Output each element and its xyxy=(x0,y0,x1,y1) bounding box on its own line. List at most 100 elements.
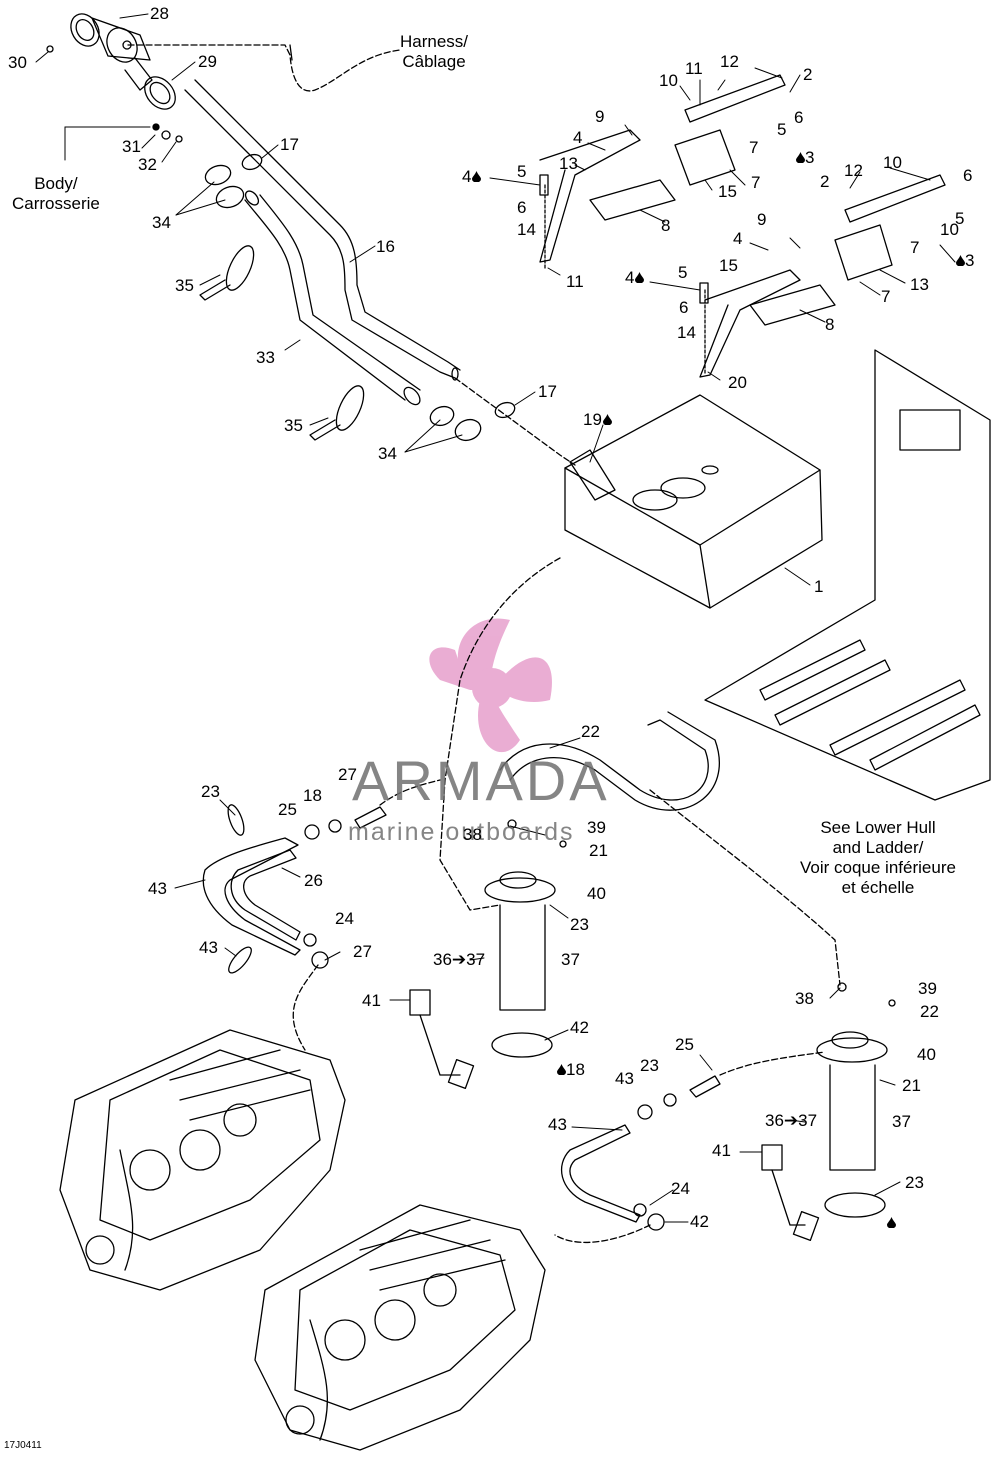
callout-9: 4 xyxy=(733,229,743,248)
callout-24: 42 xyxy=(690,1212,709,1231)
callout-24: 27 xyxy=(353,942,372,961)
sealant-drop-icon xyxy=(796,152,805,163)
callout-35: 35 xyxy=(175,276,194,295)
callout-20: 22 xyxy=(581,722,600,741)
engine-1 xyxy=(59,1029,346,1291)
callout-14: 8 xyxy=(825,315,835,334)
callout-37: 41 xyxy=(362,991,381,1010)
callout-35: 35 xyxy=(284,416,303,435)
callout-26: 43 xyxy=(148,879,167,898)
callout-7-text: 3 xyxy=(805,148,815,167)
body-note-line1: Body/ xyxy=(34,174,78,193)
watermark-brand: ARMADA xyxy=(352,749,610,812)
callout-7-text: 3 xyxy=(965,251,975,270)
callout-7-text: 4 xyxy=(462,167,472,186)
callout-4: 5 xyxy=(678,263,688,282)
callout-40: 23 xyxy=(570,915,589,934)
hoses-right xyxy=(561,1051,826,1231)
callout-10: 2 xyxy=(820,172,830,191)
figure-code: 17J0411 xyxy=(4,1440,42,1451)
callout-42-text: 18 xyxy=(566,1060,585,1079)
callout-11: 11 xyxy=(685,59,703,78)
engine-2 xyxy=(254,1204,546,1451)
harness-note-line1: Harness/ xyxy=(400,32,469,51)
callout-6: 6 xyxy=(794,108,804,127)
floor-panel xyxy=(704,349,991,801)
fuel-pump-1 xyxy=(409,819,567,1090)
callout-19-text: 19 xyxy=(583,410,602,429)
callout-11: 12 xyxy=(844,161,863,180)
cable-ties xyxy=(199,245,365,441)
callout-6: 14 xyxy=(677,323,696,342)
callout-7: 3 xyxy=(795,149,814,167)
bracket-set-2 xyxy=(699,174,946,378)
callout-21: 26 xyxy=(304,871,323,890)
harness-wire xyxy=(127,44,401,92)
sealant-drop-icon xyxy=(635,272,645,283)
callout-10: 10 xyxy=(659,71,678,90)
callout-3: 15 xyxy=(719,256,738,275)
callout-15: 13 xyxy=(910,275,929,294)
callout-8: 11 xyxy=(566,272,584,291)
sealant-drop-icon xyxy=(887,1217,896,1228)
see-lower-hull-note: See Lower Hull and Ladder/ Voir coque in… xyxy=(800,818,956,898)
callout-39: 22 xyxy=(920,1002,939,1021)
watermark-propeller xyxy=(429,618,552,753)
callout-23: 24 xyxy=(335,909,354,928)
callout-23: 43 xyxy=(615,1069,634,1088)
callout-31: 31 xyxy=(122,137,141,156)
callout-17: 17 xyxy=(538,382,557,401)
lower-hull-line1: See Lower Hull xyxy=(820,818,936,837)
callout-4: 7 xyxy=(749,138,759,157)
callout-10: 9 xyxy=(595,107,605,126)
callout-10: 9 xyxy=(757,210,767,229)
callout-7: 4 xyxy=(625,269,645,287)
bracket-set-1 xyxy=(539,74,786,271)
callout-34: 34 xyxy=(152,213,171,232)
callout-27: 43 xyxy=(199,938,218,957)
callout-9: 4 xyxy=(573,128,583,147)
callout-5: 6 xyxy=(679,298,689,317)
callout-6: 14 xyxy=(517,220,536,239)
callout-1: 1 xyxy=(814,577,824,596)
callout-43: 40 xyxy=(587,884,606,903)
lower-hull-line2: and Ladder/ xyxy=(832,838,924,857)
body-note-line2: Carrosserie xyxy=(12,194,100,213)
callout-4: 7 xyxy=(910,238,920,257)
callout-25: 18 xyxy=(303,786,322,805)
filler-neck xyxy=(46,13,183,143)
callout-43: 36➔37 xyxy=(765,1111,818,1130)
callout-29: 29 xyxy=(198,52,217,71)
callout-30: 30 xyxy=(8,53,27,72)
callout-2: 2 xyxy=(803,65,813,84)
callout-32: 32 xyxy=(138,155,157,174)
callout-5: 6 xyxy=(517,198,527,217)
callout-42 xyxy=(886,1214,896,1232)
callout-25: 23 xyxy=(640,1056,659,1075)
sealant-drop-icon xyxy=(956,255,965,266)
callout-34: 34 xyxy=(378,444,397,463)
callout-18: 38 xyxy=(795,989,814,1008)
leader-lines xyxy=(35,13,956,1223)
watermark-tagline: marine outboards xyxy=(348,818,575,846)
callout-5: 10 xyxy=(940,220,959,239)
callout-28: 28 xyxy=(150,4,169,23)
callout-7: 3 xyxy=(955,252,974,270)
callout-13: 7 xyxy=(881,287,891,306)
callout-8: 20 xyxy=(728,373,747,392)
callout-15: 7 xyxy=(751,173,761,192)
callout-41: 42 xyxy=(570,1018,589,1037)
callout-14: 8 xyxy=(661,216,671,235)
callout-38: 39 xyxy=(918,979,937,998)
callout-5: 5 xyxy=(777,120,787,139)
fuel-pump-2 xyxy=(761,982,896,1242)
callout-37: 41 xyxy=(712,1141,731,1160)
callout-36-37: 37 xyxy=(892,1112,911,1131)
callout-6: 5 xyxy=(955,209,965,228)
callout-43: 40 xyxy=(917,1045,936,1064)
callout-4: 5 xyxy=(517,162,527,181)
hoses-left xyxy=(202,779,441,974)
lower-hull-line3: Voir coque inférieure xyxy=(800,858,956,877)
clamps xyxy=(204,153,516,442)
